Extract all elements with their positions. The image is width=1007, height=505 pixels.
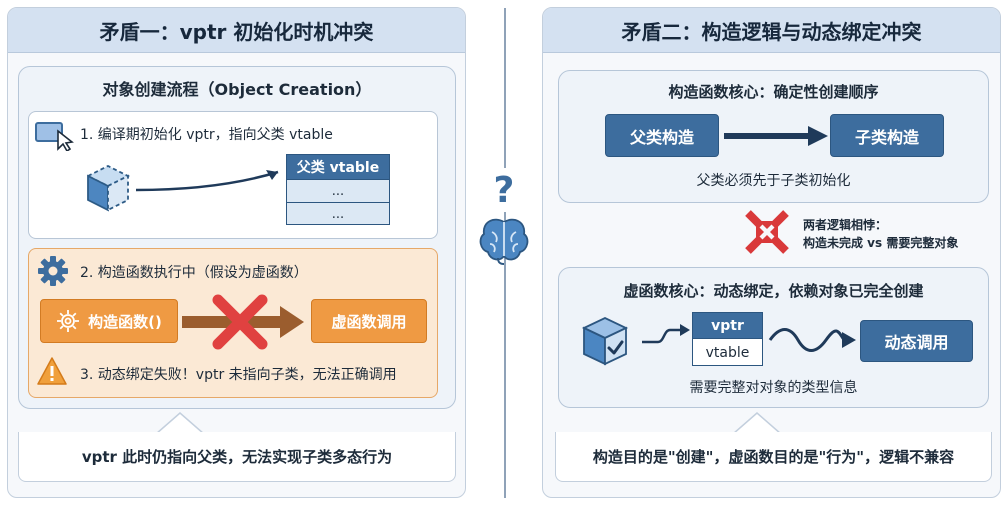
constructor-label: 构造函数() — [88, 312, 162, 331]
conflict-line1: 两者逻辑相悖： — [803, 218, 888, 232]
ctor-order-arrow — [724, 126, 828, 146]
virtual-core-caption: 需要完整对对象的类型信息 — [689, 380, 858, 396]
step2-label: 2. 构造函数执行中（假设为虚函数） — [80, 265, 308, 281]
conflict-icon — [745, 210, 789, 254]
parent-ctor-box: 父类构造 — [605, 114, 719, 157]
virtual-core-title: 虚函数核心：动态绑定，依赖对象已完全创建 — [623, 282, 924, 300]
left-callout-pointer — [19, 412, 455, 435]
question-mark: ? — [482, 168, 526, 212]
right-conclusion-box: 构造目的是"创建"，虚函数目的是"行为"，逻辑不兼容 — [555, 432, 992, 482]
vptr-cell: vptr — [693, 313, 762, 339]
vtable-header: 父类 vtable — [287, 155, 389, 180]
constructor-core-caption: 父类必须先于子类初始化 — [696, 173, 851, 189]
vptr-vtable-box: vptr vtable — [692, 312, 763, 366]
gear-outline-icon — [57, 310, 80, 332]
cursor-window-icon — [35, 122, 74, 151]
dynamic-bind-wavy-arrow — [768, 328, 856, 352]
dynamic-call-box: 动态调用 — [860, 320, 973, 362]
vtable-cell: vtable — [705, 344, 750, 361]
constructor-button: 构造函数() — [40, 299, 178, 343]
vptr-pointer-arrow — [135, 170, 279, 192]
virtual-call-button: 虚函数调用 — [311, 299, 427, 343]
left-conclusion-box: vptr 此时仍指向父类，无法实现子类多态行为 — [18, 432, 456, 482]
object-to-vptr-arrow — [642, 324, 690, 344]
error-x-icon — [212, 294, 268, 350]
step1-label: 1. 编译期初始化 vptr，指向父类 vtable — [80, 127, 333, 143]
object-cube-icon — [85, 164, 131, 212]
warning-icon — [37, 357, 67, 385]
complete-object-cube-icon — [581, 317, 629, 366]
parent-vtable: 父类 vtable ... ... — [286, 154, 390, 225]
left-conclusion-text: vptr 此时仍指向父类，无法实现子类多态行为 — [81, 448, 393, 466]
constructor-core-title: 构造函数核心：确定性创建顺序 — [668, 83, 879, 101]
right-callout-pointer — [556, 412, 991, 435]
object-creation-title: 对象创建流程（Object Creation） — [102, 80, 372, 99]
blocked-arrow — [182, 306, 304, 338]
left-panel-title: 矛盾一：vptr 初始化时机冲突 — [8, 8, 465, 53]
right-panel-title: 矛盾二：构造逻辑与动态绑定冲突 — [543, 8, 1000, 53]
step3-label: 3. 动态绑定失败！vptr 未指向子类，无法正确调用 — [80, 367, 397, 383]
brain-icon — [479, 218, 529, 265]
child-ctor-box: 子类构造 — [830, 114, 944, 157]
right-conclusion-text: 构造目的是"创建"，虚函数目的是"行为"，逻辑不兼容 — [592, 448, 955, 466]
conflict-line2: 构造未完成 vs 需要完整对象 — [803, 236, 959, 250]
gear-icon — [38, 256, 68, 286]
vtable-row: ... — [287, 180, 389, 203]
vtable-row: ... — [331, 206, 345, 222]
